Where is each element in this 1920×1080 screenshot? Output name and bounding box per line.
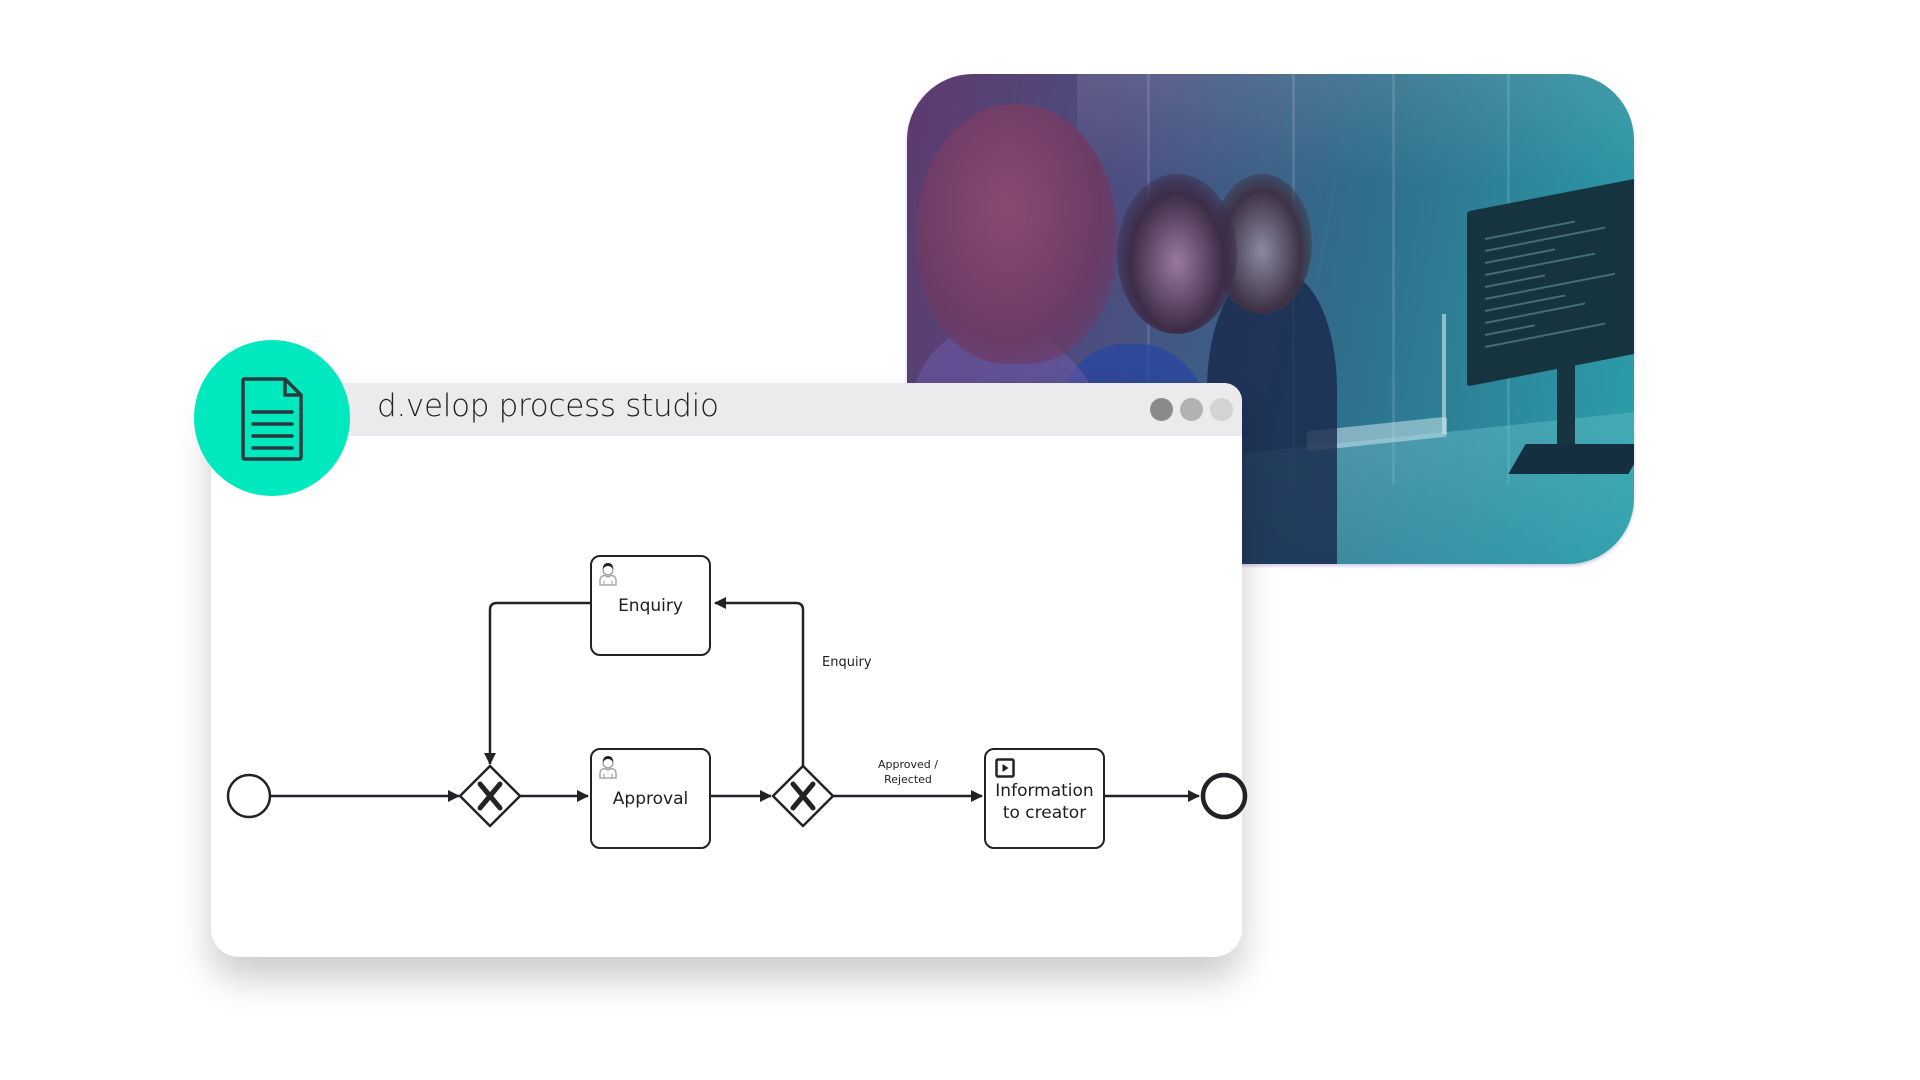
window-title: d.velop process studio <box>377 388 719 424</box>
photo-glass-panel <box>1392 74 1395 484</box>
exclusive-gateway-2[interactable] <box>771 764 835 828</box>
window-maximize-button[interactable] <box>1180 398 1203 421</box>
flow-gateway2-to-enquiry[interactable] <box>714 597 805 766</box>
process-studio-window: d.velop process studio <box>211 383 1242 957</box>
task-approval[interactable]: Approval <box>590 748 711 849</box>
photo-person-2-head <box>1117 174 1237 334</box>
photo-person-1-head <box>917 104 1117 364</box>
title-bar[interactable]: d.velop process studio <box>211 383 1242 436</box>
window-minimize-button[interactable] <box>1150 398 1173 421</box>
task-enquiry[interactable]: Enquiry <box>590 555 711 656</box>
script-play-icon <box>995 758 1015 778</box>
user-icon <box>599 563 617 586</box>
end-event[interactable] <box>1200 772 1248 820</box>
x-icon <box>477 781 503 811</box>
flow-label-line: Approved / <box>878 758 938 771</box>
app-icon-badge <box>194 340 350 496</box>
task-information-to-creator[interactable]: Information to creator <box>984 748 1105 849</box>
task-label: Approval <box>612 788 689 809</box>
x-icon <box>790 781 816 811</box>
task-label: Enquiry <box>618 595 683 616</box>
document-icon <box>241 377 303 461</box>
photo-ceiling <box>1077 74 1634 184</box>
flow-label-approved-rejected: Approved / Rejected <box>868 757 948 787</box>
task-label: Information to creator <box>995 780 1094 823</box>
flow-enquiry-to-gateway1[interactable] <box>484 601 590 765</box>
window-close-button[interactable] <box>1210 398 1233 421</box>
flow-label-enquiry: Enquiry <box>822 655 872 670</box>
start-event[interactable] <box>226 773 272 819</box>
flow-label-line: Rejected <box>884 773 932 786</box>
user-icon <box>599 756 617 779</box>
exclusive-gateway-1[interactable] <box>458 764 522 828</box>
photo-laptop-screen <box>1442 314 1446 434</box>
